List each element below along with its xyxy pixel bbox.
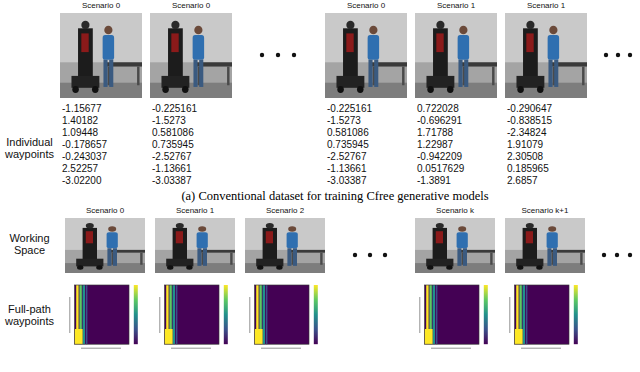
waypoint-value: 0.0517629 <box>417 163 502 174</box>
waypoint-value: -2.34824 <box>507 127 592 138</box>
waypoint-value: 0.735945 <box>327 139 412 150</box>
waypoint-value: 2.52257 <box>62 163 147 174</box>
waypoint-value: 0.581086 <box>152 127 237 138</box>
waypoint-value: 2.30508 <box>507 151 592 162</box>
waypoint-value: -0.290647 <box>507 103 592 114</box>
waypoint-value: 2.6857 <box>507 175 592 186</box>
waypoint-value: 0.581086 <box>327 127 412 138</box>
waypoint-value: -0.225161 <box>152 103 237 114</box>
waypoint-value: 1.09448 <box>62 127 147 138</box>
waypoint-value: 0.722028 <box>417 103 502 114</box>
scenario-title: Scenario k <box>410 207 500 216</box>
scene-image <box>325 13 407 98</box>
waypoint-value: 0.735945 <box>152 139 237 150</box>
waypoint-value: -3.03387 <box>327 175 412 186</box>
scenario-title: Scenario 1 <box>150 207 240 216</box>
waypoint-value: 0.185965 <box>507 163 592 174</box>
waypoint-value: -3.02200 <box>62 175 147 186</box>
row-label: Individual waypoints <box>1 136 58 160</box>
scenario-title: Scenario 0 <box>56 2 146 11</box>
waypoint-value: -0.178657 <box>62 139 147 150</box>
waypoint-value: -0.696291 <box>417 115 502 126</box>
waypoint-value: -1.5273 <box>327 115 412 126</box>
scenario-title: Scenario 0 <box>146 2 236 11</box>
waypoint-value: -0.942209 <box>417 151 502 162</box>
waypoint-value: 1.71788 <box>417 127 502 138</box>
waypoint-value: 1.22987 <box>417 139 502 150</box>
heatmap-image <box>155 281 235 353</box>
top-scenes <box>60 13 587 98</box>
waypoint-value: -0.838515 <box>507 115 592 126</box>
waypoint-value: -2.52767 <box>327 151 412 162</box>
waypoint-value: -1.13661 <box>327 163 412 174</box>
waypoint-value: -1.15677 <box>62 103 147 114</box>
heatmaps <box>65 281 585 353</box>
scene-image <box>65 218 145 273</box>
waypoint-value: -1.5273 <box>152 115 237 126</box>
waypoint-value: 1.40182 <box>62 115 147 126</box>
scene-image <box>505 218 585 273</box>
waypoint-value: -0.225161 <box>327 103 412 114</box>
row-label: Working Space <box>1 232 58 256</box>
waypoint-value: -1.13661 <box>152 163 237 174</box>
scenario-title: Scenario 2 <box>240 207 330 216</box>
scenario-title: Scenario 0 <box>60 207 150 216</box>
waypoint-value: 1.91079 <box>507 139 592 150</box>
scenario-title: Scenario k+1 <box>500 207 590 216</box>
scene-image <box>245 218 325 273</box>
heatmap-image <box>245 281 325 353</box>
scenario-title: Scenario 1 <box>501 2 591 11</box>
scene-image <box>415 13 497 98</box>
heatmap-image <box>415 281 495 353</box>
row-label: Full-path waypoints <box>1 303 58 327</box>
heatmap-image <box>505 281 585 353</box>
waypoint-value: -3.03387 <box>152 175 237 186</box>
scene-image <box>150 13 232 98</box>
scenario-title: Scenario 1 <box>411 2 501 11</box>
scene-image <box>505 13 587 98</box>
scene-image <box>155 218 235 273</box>
waypoint-value: -2.52767 <box>152 151 237 162</box>
scene-image <box>60 13 142 98</box>
bottom-scenes <box>65 218 585 273</box>
scenario-title: Scenario 0 <box>321 2 411 11</box>
waypoint-value: -0.243037 <box>62 151 147 162</box>
scene-image <box>415 218 495 273</box>
heatmap-image <box>65 281 145 353</box>
figure-caption: (a) Conventional dataset for training Cf… <box>181 189 488 204</box>
waypoint-value: -1.3891 <box>417 175 502 186</box>
